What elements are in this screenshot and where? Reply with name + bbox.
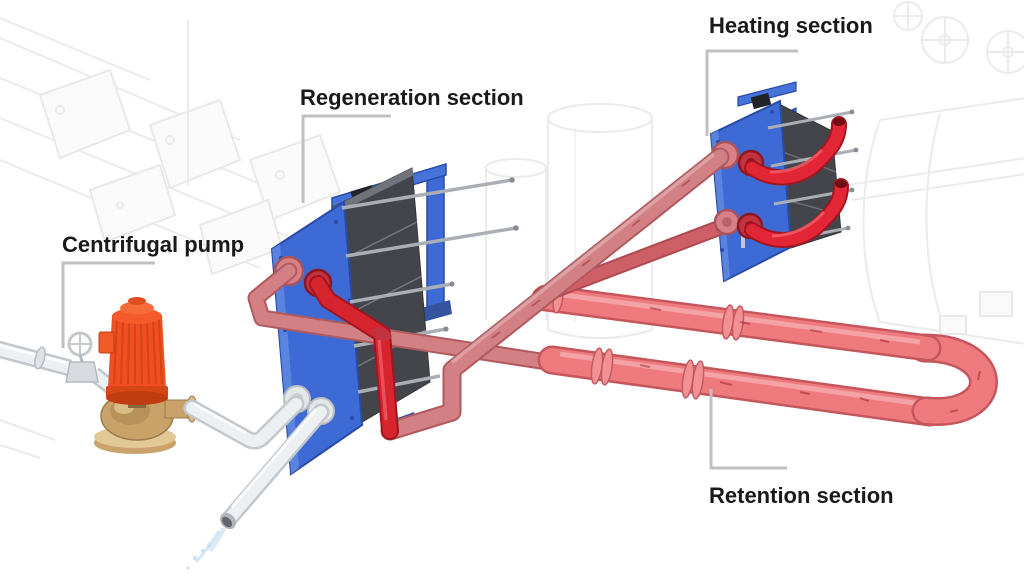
heating-hot-water-pipes <box>736 116 849 248</box>
pipe-speckles-2 <box>491 179 691 339</box>
heating-rod-nuts <box>845 109 859 231</box>
labels: Centrifugal pump Regeneration section He… <box>62 13 894 508</box>
heating-clamp-block <box>750 92 772 110</box>
pipe-collar <box>372 327 392 341</box>
label-centrifugal-pump: Centrifugal pump <box>62 232 244 257</box>
pump-volute <box>94 391 198 454</box>
retention-flanges <box>552 284 745 400</box>
pump-discharge-pipe <box>183 395 305 450</box>
pipe-speckles <box>639 307 981 413</box>
leader-regeneration-section <box>301 114 391 203</box>
pipe-heating-to-regen <box>309 140 740 441</box>
inlet-valve <box>65 331 99 383</box>
regen-rod-nuts <box>443 177 519 332</box>
water-spray <box>186 526 227 570</box>
regen-rear-foot <box>421 300 452 322</box>
leader-centrifugal-pump <box>61 261 155 348</box>
label-heating-section: Heating section <box>709 13 873 38</box>
pipe-regen-to-retention <box>247 255 569 373</box>
background-vessel <box>847 97 1024 345</box>
centrifugal-pump-assembly <box>0 297 305 454</box>
outlet-spout <box>186 403 330 570</box>
retention-holding-tube <box>532 284 998 427</box>
leader-retention-section <box>709 389 787 470</box>
leader-heating-section <box>705 49 798 136</box>
label-retention-section: Retention section <box>709 483 894 508</box>
regen-pack-top-face <box>333 168 414 214</box>
pump-motor <box>98 297 168 408</box>
leader-lines <box>61 49 798 470</box>
background-handwheel-icons <box>893 1 1024 74</box>
label-regeneration-section: Regeneration section <box>300 85 524 110</box>
background-sketch <box>0 1 1024 459</box>
